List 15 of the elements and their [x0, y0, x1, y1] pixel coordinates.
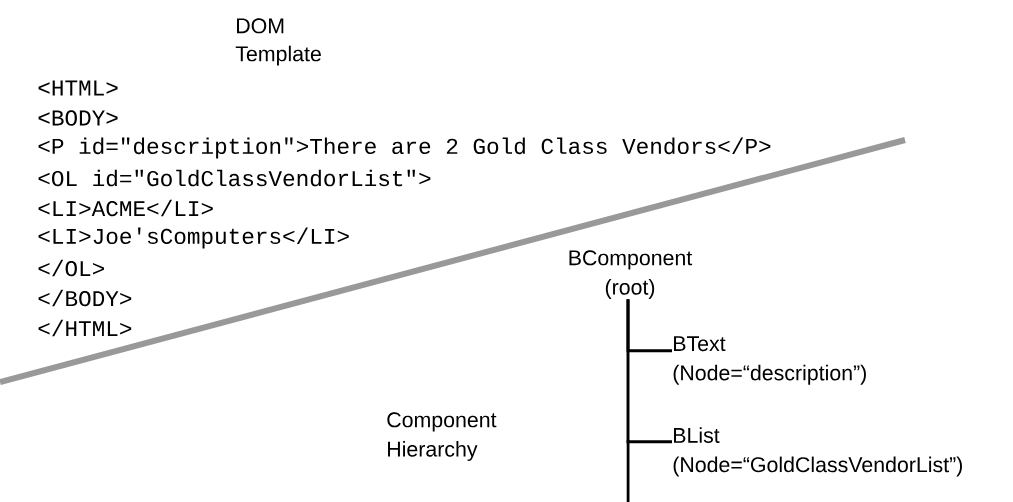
code-line: </OL>: [38, 259, 104, 277]
code-line: </BODY>: [38, 289, 132, 307]
code-line: </HTML>: [38, 319, 132, 337]
component-label: BText (Node=“description”): [673, 336, 866, 385]
code-line: <P id="description">There are 2 Gold Class Vendors</P>: [38, 137, 771, 159]
code-line: <BODY>: [38, 110, 118, 126]
component-label: BList (Node=“GoldClassVendorList”): [673, 427, 962, 477]
code-line: <LI>Joe'sComputers</LI>: [38, 227, 349, 249]
section-label: Component Hierarchy: [387, 412, 497, 461]
heading: DOM Template: [235, 18, 321, 66]
code-line: <HTML>: [38, 80, 118, 96]
code-line: <LI>ACME</LI>: [38, 199, 213, 217]
tree-connector: [626, 299, 672, 444]
code-line: <OL id="GoldClassVendorList">: [38, 169, 431, 187]
root-label: BComponent (root): [569, 250, 693, 299]
